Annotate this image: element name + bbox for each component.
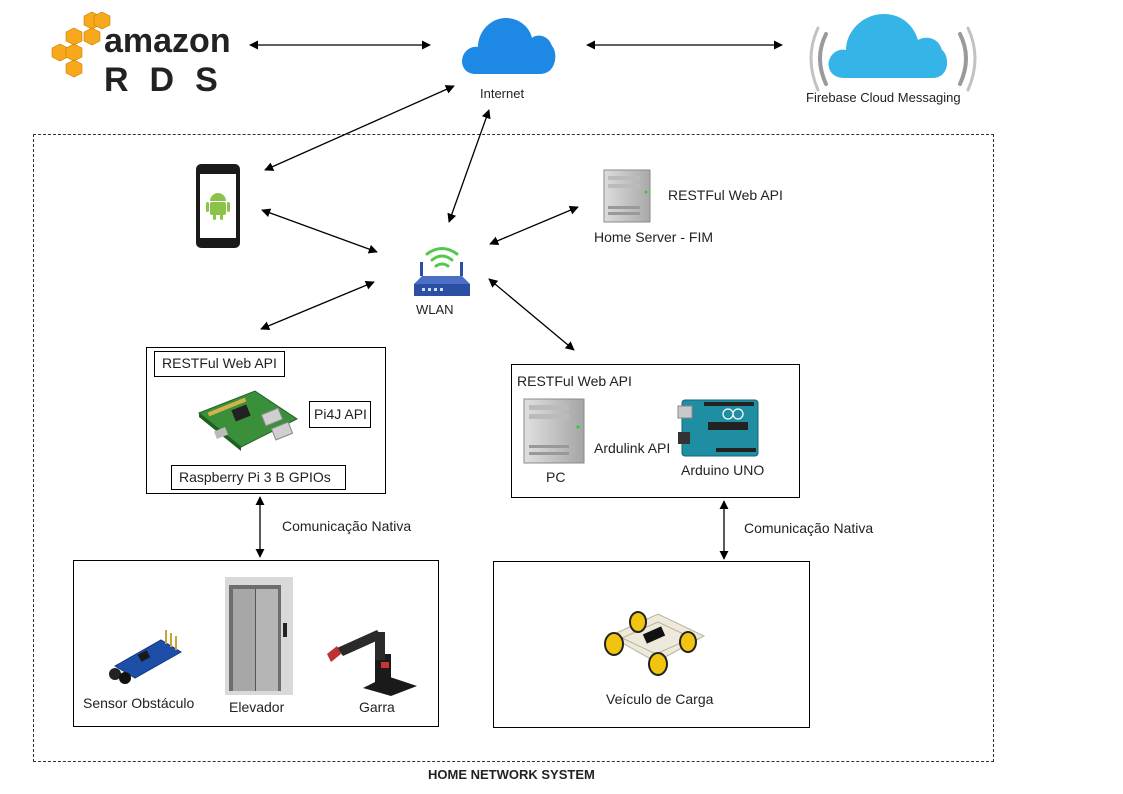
aws-cubes-icon xyxy=(51,11,111,78)
native-comm-right-label: Comunicação Nativa xyxy=(744,520,874,536)
internet-cloud-icon xyxy=(462,18,556,74)
pc-restful-api: RESTFul Web API xyxy=(517,373,632,389)
arduino-uno-label: Arduino UNO xyxy=(681,462,765,478)
rpi-gpios: Raspberry Pi 3 B GPIOs xyxy=(171,465,346,490)
home-server-label: Home Server - FIM xyxy=(594,229,714,245)
rds-wordmark: RDS xyxy=(104,61,239,99)
arrow-phone-wlan xyxy=(261,208,378,254)
cargo-vehicle-icon xyxy=(604,611,706,676)
elevator-icon xyxy=(225,577,293,695)
ardulink-api-label: Ardulink API xyxy=(594,440,671,456)
system-caption: HOME NETWORK SYSTEM xyxy=(428,767,595,782)
android-phone-icon xyxy=(196,164,240,248)
wlan-router-icon xyxy=(414,247,470,296)
amazon-wordmark: amazon xyxy=(104,22,231,60)
native-comm-left-label: Comunicação Nativa xyxy=(282,518,412,534)
home-server-icon xyxy=(603,169,651,223)
arrow-wlan-pc xyxy=(488,278,575,351)
claw-label: Garra xyxy=(359,699,395,715)
sensor-label: Sensor Obstáculo xyxy=(83,695,195,711)
rpi-restful-api: RESTFul Web API xyxy=(154,351,285,377)
pi4j-api: Pi4J API xyxy=(309,401,371,428)
elevator-label: Elevador xyxy=(229,699,285,715)
raspberry-pi-board-icon xyxy=(198,390,298,451)
pc-label: PC xyxy=(546,469,566,485)
internet-label: Internet xyxy=(480,86,525,101)
amazon-rds-logo: amazon RDS xyxy=(51,9,231,101)
firebase-cloud-icon xyxy=(809,14,977,92)
home-server-api-label: RESTFul Web API xyxy=(668,187,783,203)
arrow-internet-wlan xyxy=(447,109,491,223)
pc-icon xyxy=(523,398,585,464)
arrow-wlan-server xyxy=(489,205,579,246)
claw-arm-icon xyxy=(327,630,417,696)
obstacle-sensor-icon xyxy=(109,630,182,684)
firebase-label: Firebase Cloud Messaging xyxy=(806,90,961,105)
wlan-label: WLAN xyxy=(416,302,454,317)
home-network-boundary xyxy=(33,134,994,762)
arrow-internet-phone xyxy=(264,85,455,171)
arduino-uno-icon xyxy=(677,399,759,457)
vehicle-label: Veículo de Carga xyxy=(606,691,714,707)
firebase-icon xyxy=(809,8,977,92)
arrow-wlan-rpi xyxy=(260,280,375,331)
